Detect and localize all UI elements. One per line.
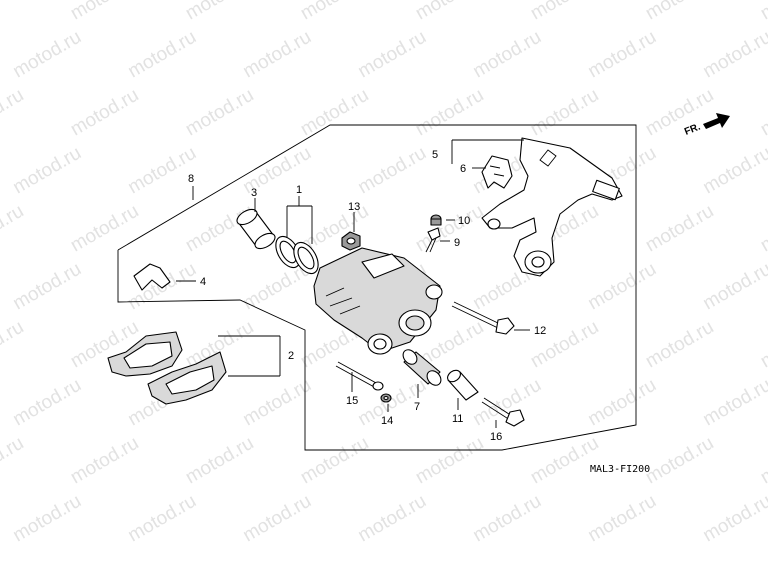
callout-7: 7 xyxy=(414,401,420,413)
watermark-text: motod.ru xyxy=(355,491,430,547)
watermark-text: motod.ru xyxy=(757,433,768,489)
watermark-text: motod.ru xyxy=(527,85,602,141)
watermark-text: motod.ru xyxy=(757,85,768,141)
watermark-text: motod.ru xyxy=(10,27,85,83)
callout-3: 3 xyxy=(251,187,257,199)
watermark-text: motod.ru xyxy=(67,201,142,257)
mounting-bolt xyxy=(481,397,525,427)
watermark-text: motod.ru xyxy=(757,201,768,257)
watermark-text: motod.ru xyxy=(10,143,85,199)
watermark-text: motod.ru xyxy=(125,143,200,199)
pad-retainer xyxy=(133,263,171,291)
watermark-text: motod.ru xyxy=(700,491,768,547)
arrow-icon xyxy=(703,113,730,129)
watermark-text: motod.ru xyxy=(700,143,768,199)
callout-13: 13 xyxy=(348,201,360,213)
caliper-body xyxy=(313,247,443,355)
watermark-text: motod.ru xyxy=(585,259,660,315)
callout-14: 14 xyxy=(381,415,393,427)
watermark-text: motod.ru xyxy=(0,317,27,373)
watermark-text: motod.ru xyxy=(470,27,545,83)
watermark-text: motod.ru xyxy=(642,0,717,24)
watermark-text: motod.ru xyxy=(182,0,257,24)
callout-10: 10 xyxy=(458,215,470,227)
watermark-text: motod.ru xyxy=(182,85,257,141)
watermark-text: motod.ru xyxy=(412,0,487,24)
watermark-text: motod.ru xyxy=(412,433,487,489)
callout-11: 11 xyxy=(452,413,463,425)
callout-6: 6 xyxy=(460,163,466,175)
callout-8: 8 xyxy=(188,173,194,185)
pad-pin xyxy=(335,361,384,391)
leader-lines xyxy=(176,139,530,428)
callout-5: 5 xyxy=(432,149,438,161)
diagram-code: MAL3-FI200 xyxy=(590,464,650,475)
watermark-text: motod.ru xyxy=(355,27,430,83)
watermark-text: motod.ru xyxy=(642,201,717,257)
watermark-text: motod.ru xyxy=(527,0,602,24)
watermark-text: motod.ru xyxy=(0,85,27,141)
callout-4: 4 xyxy=(200,276,206,288)
watermark-text: motod.ru xyxy=(585,491,660,547)
watermark-text: motod.ru xyxy=(125,27,200,83)
dust-boot xyxy=(402,349,442,386)
watermark-text: motod.ru xyxy=(240,491,315,547)
mounting-nut xyxy=(341,231,361,251)
watermark-text: motod.ru xyxy=(297,433,372,489)
bleed-screw xyxy=(425,227,441,253)
watermark-text: motod.ru xyxy=(642,85,717,141)
assembly-outline xyxy=(117,124,637,451)
watermark-text: motod.ru xyxy=(355,143,430,199)
callout-16: 16 xyxy=(490,431,502,443)
caliper-bracket xyxy=(481,137,623,277)
watermark-text: motod.ru xyxy=(0,433,27,489)
callout-15: 15 xyxy=(346,395,358,407)
watermark-text: motod.ru xyxy=(297,85,372,141)
watermark-text: motod.ru xyxy=(182,433,257,489)
callout-labels: 1 2 3 4 5 6 7 8 9 10 11 12 13 14 15 16 xyxy=(188,149,546,443)
watermark-text: motod.ru xyxy=(240,27,315,83)
watermark-text: motod.ru xyxy=(470,491,545,547)
sleeve xyxy=(447,369,479,401)
watermark-text: motod.ru xyxy=(757,317,768,373)
callout-1: 1 xyxy=(296,184,302,196)
pad-spring xyxy=(481,155,513,189)
watermark-text: motod.ru xyxy=(240,375,315,431)
bracket-pin-bolt xyxy=(451,301,515,335)
bleed-cap xyxy=(430,214,442,226)
piston xyxy=(236,208,276,250)
piston-seals xyxy=(275,235,319,275)
watermark-text: motod.ru xyxy=(700,375,768,431)
watermark-text: motod.ru xyxy=(412,201,487,257)
callout-2: 2 xyxy=(288,350,294,362)
watermark-text: motod.ru xyxy=(67,85,142,141)
callout-9: 9 xyxy=(454,237,460,249)
watermark-text: motod.ru xyxy=(0,0,27,24)
watermark-text: motod.ru xyxy=(642,317,717,373)
watermark-text: motod.ru xyxy=(0,201,27,257)
pin-plug xyxy=(380,393,392,403)
watermark-text: motod.ru xyxy=(297,0,372,24)
callout-12: 12 xyxy=(534,325,546,337)
brake-pads xyxy=(107,331,227,405)
watermark-text: motod.ru xyxy=(527,433,602,489)
watermark-text: motod.ru xyxy=(10,259,85,315)
watermark-text: motod.ru xyxy=(412,85,487,141)
watermark-text: motod.ru xyxy=(585,27,660,83)
watermark-text: motod.ru xyxy=(642,433,717,489)
watermark-text: motod.ru xyxy=(67,433,142,489)
watermark-text: motod.ru xyxy=(125,491,200,547)
watermark-text: motod.ru xyxy=(757,0,768,24)
front-label: FR. xyxy=(683,121,702,137)
watermark-text: motod.ru xyxy=(700,27,768,83)
watermark-text: motod.ru xyxy=(10,375,85,431)
watermark-text: motod.ru xyxy=(67,0,142,24)
watermark-text: motod.ru xyxy=(585,375,660,431)
watermark-text: motod.ru xyxy=(10,491,85,547)
watermark-text: motod.ru xyxy=(700,259,768,315)
